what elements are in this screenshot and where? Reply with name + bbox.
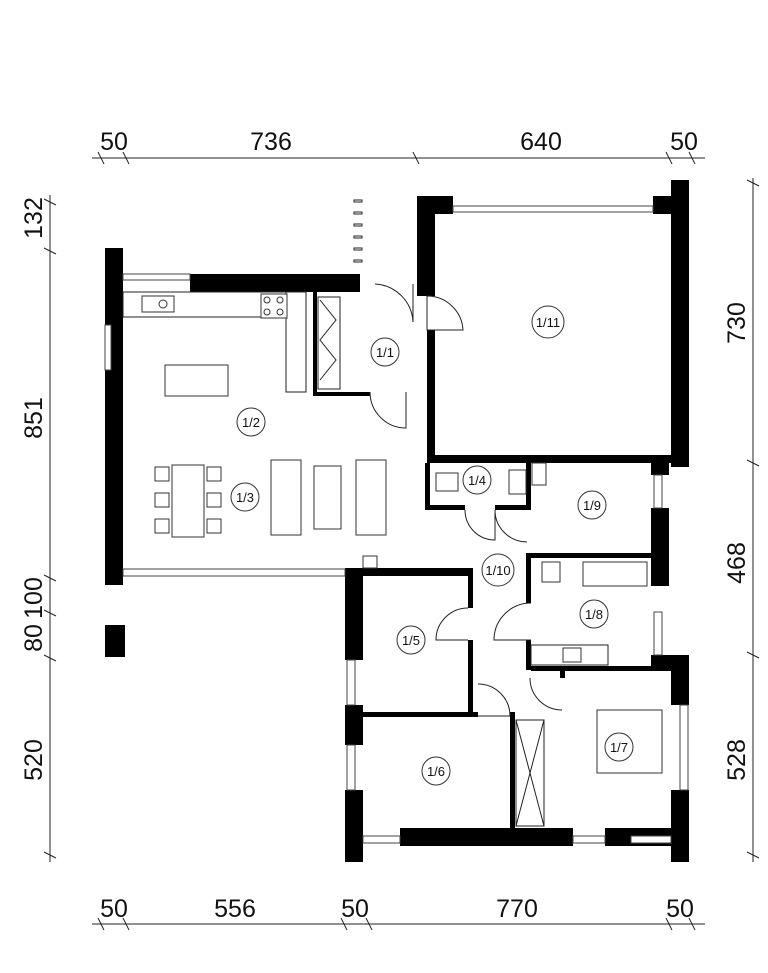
kitchen-island: [164, 364, 229, 397]
windows: [104, 205, 689, 844]
kitchen-sink-icon: [141, 295, 175, 313]
room-label-1-7: 1/7: [610, 740, 628, 755]
dim-top-3: 640: [520, 128, 562, 156]
dim-bottom-1: 50: [100, 895, 128, 923]
room-label-1-11: 1/11: [536, 315, 560, 330]
dim-left-4: 80: [20, 624, 48, 652]
dim-bottom-5: 50: [666, 895, 694, 923]
boiler-icon: [531, 462, 547, 486]
left-dimension-chain: 132 851 100 80 520: [20, 195, 57, 862]
dim-left-2: 851: [20, 397, 48, 439]
bath-washbasin-icon: [562, 647, 582, 663]
room-label-1-4: 1/4: [468, 473, 486, 488]
room-label-1-9: 1/9: [583, 498, 601, 513]
room-label-1-8: 1/8: [585, 607, 603, 622]
dim-top-2: 736: [250, 128, 292, 156]
room-labels: 1/1 1/2 1/3 1/4 1/5 1/6 1/7 1/8 1/9 1/10…: [230, 305, 634, 786]
wc-washbasin-icon: [508, 469, 527, 495]
dim-right-2: 468: [723, 542, 751, 584]
room-label-1-5: 1/5: [402, 633, 420, 648]
dim-right-3: 528: [723, 739, 751, 781]
room-label-1-6: 1/6: [427, 764, 445, 779]
top-dimension-chain: 50 736 640 50: [92, 128, 705, 165]
dim-bottom-4: 770: [496, 895, 538, 923]
dim-left-5: 520: [20, 739, 48, 781]
walls: [105, 180, 689, 862]
dim-left-3: 100: [20, 577, 48, 619]
dim-top-1: 50: [100, 128, 128, 156]
bath-toilet-icon: [541, 561, 561, 583]
dim-bottom-2: 556: [214, 895, 256, 923]
sofa-left: [270, 459, 302, 536]
bathtub-icon: [582, 561, 648, 587]
room-label-1-10: 1/10: [485, 563, 510, 578]
dim-top-4: 50: [670, 128, 698, 156]
dim-bottom-3: 50: [341, 895, 369, 923]
coffee-table: [313, 465, 342, 530]
dim-right-1: 730: [723, 302, 751, 344]
wardrobe-hall: [515, 719, 545, 827]
bottom-dimension-chain: 50 556 50 770 50: [92, 895, 705, 931]
meter-icon: [362, 555, 378, 569]
sofa-right: [355, 459, 387, 536]
dim-left-1: 132: [20, 197, 48, 239]
room-label-1-1: 1/1: [376, 345, 394, 360]
room-label-1-3: 1/3: [236, 490, 254, 505]
wardrobe: [317, 296, 341, 390]
room-label-1-2: 1/2: [242, 415, 260, 430]
doors: [369, 283, 563, 717]
right-dimension-chain: 730 468 528: [723, 178, 760, 862]
dining-table: [171, 464, 205, 538]
toilet-icon: [435, 472, 459, 492]
furniture: [122, 199, 663, 827]
